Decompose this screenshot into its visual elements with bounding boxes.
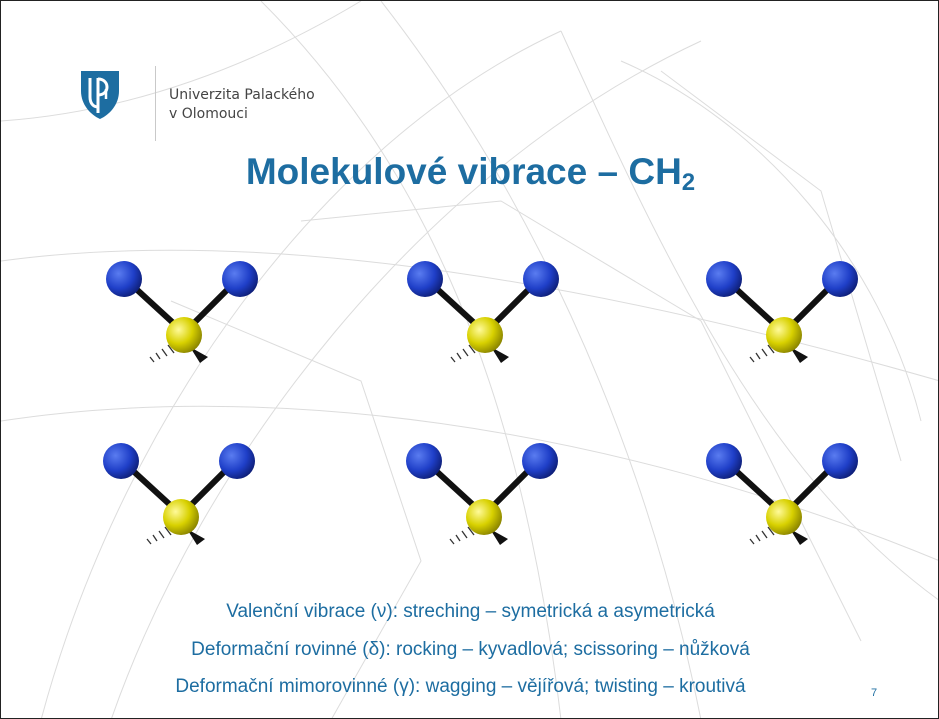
description-valence: Valenční vibrace (ν): streching – symetr…	[226, 601, 715, 622]
slide-title-main: Molekulové vibrace – CH	[245, 151, 682, 192]
university-line-1: Univerzita Palackého	[169, 87, 315, 103]
ch2-molecule-icon	[706, 261, 858, 363]
university-logo-icon	[81, 71, 119, 119]
logo-divider	[155, 66, 156, 141]
ch2-molecule-icon	[103, 443, 255, 545]
university-name: Univerzita Palackého v Olomouci	[169, 86, 315, 124]
description-in-plane: Deformační rovinné (δ): rocking – kyvadl…	[191, 639, 750, 660]
slide-title-subscript: 2	[681, 169, 696, 196]
university-line-2: v Olomouci	[169, 106, 248, 122]
ch2-molecule-icon	[406, 443, 558, 545]
ch2-molecule-icon	[706, 443, 858, 545]
ch2-molecule-icon	[407, 261, 559, 363]
description-out-of-plane: Deformační mimorovinné (γ): wagging – vě…	[175, 676, 746, 697]
ch2-molecule-icon	[106, 261, 258, 363]
slide-title: Molekulové vibrace – CH2	[1, 151, 938, 196]
page-number: 7	[871, 687, 878, 699]
